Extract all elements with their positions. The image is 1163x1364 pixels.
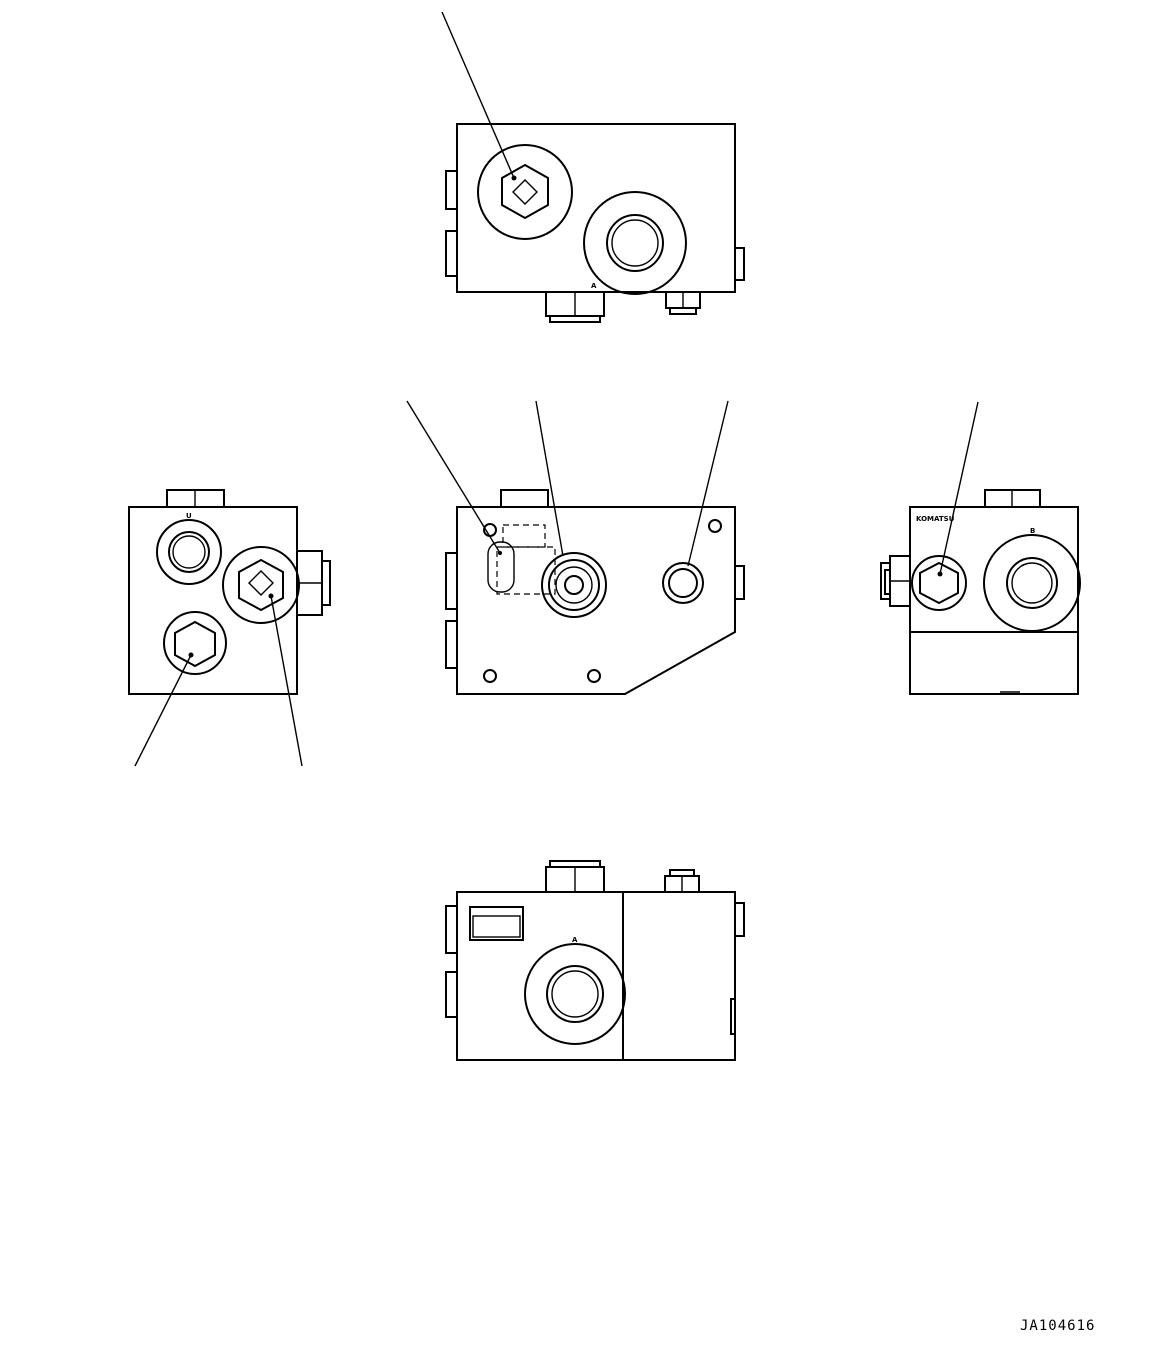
right-view-port-label: B: [1030, 527, 1035, 535]
center-view: [406, 400, 745, 695]
bottom-view-port-label: A: [572, 936, 578, 944]
top-view-port-label: A: [591, 282, 597, 290]
bottom-view: A: [445, 860, 745, 1061]
left-view-port-label: U: [186, 512, 192, 520]
left-view: U: [128, 489, 331, 767]
drawing-number: JA104616: [1020, 1318, 1096, 1334]
top-view: A: [441, 11, 745, 323]
right-view-badge: KOMATSU: [916, 515, 955, 523]
right-view: KOMATSU B: [880, 401, 1081, 695]
